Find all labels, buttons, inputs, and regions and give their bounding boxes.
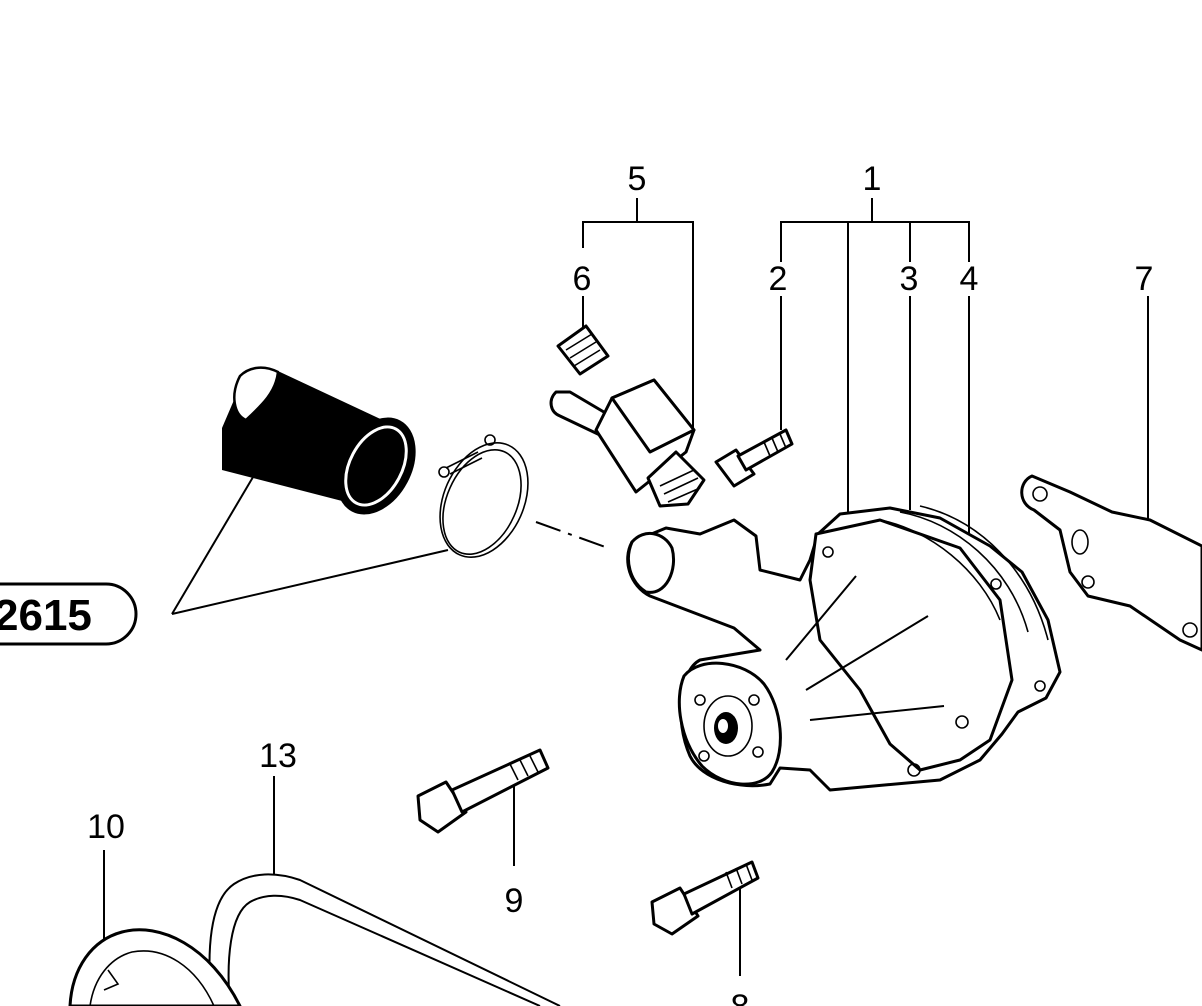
callout-3: 3 [900, 260, 919, 298]
callout-7: 7 [1135, 260, 1154, 298]
thermostat-insert-part [556, 324, 610, 376]
gasket-part [1020, 474, 1202, 652]
thermostat-housing-part [549, 378, 706, 508]
bolt-9-part [416, 748, 550, 834]
bolt-8-part [650, 860, 760, 936]
hose-part [222, 366, 416, 515]
hose-clamp-part [438, 434, 529, 558]
callout-5: 5 [628, 160, 647, 198]
callout-9: 9 [505, 882, 524, 920]
reference-tag: 2615 [0, 582, 138, 646]
pulley-part [68, 928, 242, 1006]
callout-2: 2 [769, 260, 788, 298]
callout-4: 4 [960, 260, 979, 298]
callout-6: 6 [573, 260, 592, 298]
callout-13: 13 [259, 737, 297, 775]
callout-10: 10 [87, 808, 125, 846]
callout-8: 8 [731, 988, 750, 1006]
leader-lines [103, 198, 1149, 976]
water-pump-part [626, 505, 1062, 792]
bolt-part [714, 428, 794, 488]
reference-tag-label: 2615 [0, 591, 92, 640]
callout-1: 1 [863, 160, 882, 198]
